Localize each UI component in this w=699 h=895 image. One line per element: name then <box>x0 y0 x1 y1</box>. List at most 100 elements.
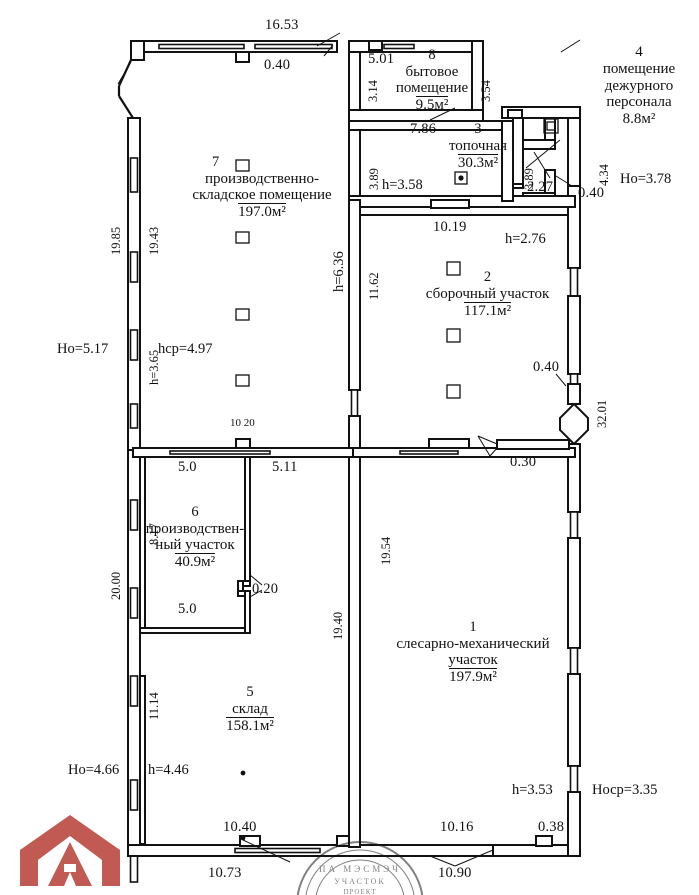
exterior-wall-top-left <box>130 40 338 63</box>
room-3-number: 3 <box>474 121 482 137</box>
house-letter-a-logo <box>20 815 120 886</box>
room-6-area: 40.9м² <box>174 553 216 571</box>
room-5-label: 5 склад 158.1м² <box>205 684 295 734</box>
room-2-number: 2 <box>483 269 492 285</box>
room-4-number: 4 <box>635 44 643 60</box>
room-8-number: 8 <box>428 47 436 63</box>
room-2-name: сборочный участок <box>425 285 550 302</box>
dimension-10-90: 10.90 <box>438 865 472 881</box>
room-1-number: 1 <box>469 619 477 635</box>
dimension-19-40: 19.40 <box>331 611 345 640</box>
dimension-0-40-top: 0.40 <box>264 57 291 73</box>
height-hcp-4-97: hср=4.97 <box>158 341 213 357</box>
room-2-label: 2 сборочный участок 117.1м² <box>405 269 570 319</box>
exterior-wall-right <box>559 117 589 857</box>
room-6-number: 6 <box>191 504 199 520</box>
dimension-5-0-top: 5.0 <box>178 459 197 475</box>
dimension-10-20: 10 20 <box>230 417 255 429</box>
dimension-3-14: 3.14 <box>366 80 380 102</box>
dimension-19-85: 19.85 <box>109 226 123 255</box>
exterior-wall-top-right <box>501 106 581 189</box>
dimension-4-34: 4.34 <box>597 164 611 186</box>
room-5-area: 158.1м² <box>226 716 274 734</box>
dimension-19-43: 19.43 <box>147 226 161 255</box>
dimension-5-01: 5.01 <box>368 51 395 67</box>
room-7-name-1: производственно- <box>204 170 320 187</box>
room-6-walls <box>139 456 251 634</box>
dimension-0-20: 0.20 <box>252 581 279 597</box>
room-5-walls <box>139 675 246 845</box>
exterior-wall-left <box>127 117 141 883</box>
svg-text:УЧАСТОК: УЧАСТОК <box>334 877 385 886</box>
height-ho-5-17: Ho=5.17 <box>57 341 109 357</box>
room-4-area: 8.8м² <box>622 111 656 128</box>
dimension-10-40: 10.40 <box>223 819 257 835</box>
height-h-3-53: h=3.53 <box>512 782 553 798</box>
dimension-10-16: 10.16 <box>440 819 474 835</box>
room-2-area: 117.1м² <box>463 301 512 319</box>
room-5-name: склад <box>232 700 268 717</box>
dimension-5-11: 5.11 <box>272 459 298 475</box>
room-1-name-2: участок <box>448 651 498 668</box>
dimension-3-89-left: 3.89 <box>367 168 381 190</box>
room-1-name-1: слесарно-механический <box>396 635 550 652</box>
exterior-wall-bottom <box>127 835 580 857</box>
dimension-0-40-right: 0.40 <box>578 185 605 201</box>
room-4-label: 4 помещение дежурного персонала 8.8м² <box>580 44 698 128</box>
dimension-16-53: 16.53 <box>265 17 299 33</box>
dimension-19-54: 19.54 <box>379 536 393 565</box>
height-ho-3-78: Ho=3.78 <box>620 171 672 187</box>
dimension-11-62: 11.62 <box>367 272 381 300</box>
dimension-2-27: 2.27 <box>527 179 554 195</box>
dimension-0-38: 0.38 <box>538 819 565 835</box>
room-7-name-2: складское помещение <box>192 186 332 203</box>
exterior-wall-chamfer <box>117 59 134 119</box>
dimension-0-40-mid: 0.40 <box>533 359 560 375</box>
round-seal-stamp: ПА МЭСМЭЧ УЧАСТОК ПРОЕКТ <box>296 841 424 895</box>
room-7-label: 7 производственно- складское помещение 1… <box>182 154 342 221</box>
height-hocp-3-35: Носр=3.35 <box>592 782 658 798</box>
dimension-h-3-65: h=3.65 <box>147 349 161 385</box>
room-6-label: 6 производствен- ный участок 40.9м² <box>140 504 250 571</box>
room-3-area: 30.3м² <box>457 153 499 171</box>
room-8-label: 8 бытовое помещение 9.5м² <box>382 47 482 114</box>
room-4-name-2: дежурного <box>604 77 674 94</box>
room-4-name-3: персонала <box>606 94 672 111</box>
dimension-3-54: 3.54 <box>479 80 493 102</box>
room-8-area: 9.5м² <box>415 96 449 114</box>
height-h-6-36: h=6.36 <box>331 251 347 292</box>
dimension-10-73: 10.73 <box>208 865 242 881</box>
svg-text:ПРОЕКТ: ПРОЕКТ <box>343 888 376 895</box>
dimension-10-19: 10.19 <box>433 219 467 235</box>
structural-columns <box>235 159 461 399</box>
interior-wall-vertical-center <box>348 456 361 848</box>
room-8-name-2: помещение <box>395 79 469 96</box>
room-7-number: 7 <box>212 154 220 170</box>
dimension-20-00: 20.00 <box>109 571 123 600</box>
room-1-label: 1 слесарно-механический участок 197.9м² <box>378 619 568 686</box>
height-h-2-76: h=2.76 <box>505 231 546 247</box>
room-2-walls <box>359 199 569 216</box>
dimension-11-14: 11.14 <box>147 692 161 720</box>
room-7-area: 197.0м² <box>238 203 286 221</box>
room-3-label: 3 топочная 30.3м² <box>430 121 526 171</box>
dimension-leader-lines <box>117 32 581 867</box>
room-1-area: 197.9м² <box>449 668 497 686</box>
room-6-name-1: производствен- <box>145 520 245 537</box>
room-7-right-wall <box>348 199 361 451</box>
dimension-7-86: 7.86 <box>410 121 437 137</box>
room-6-name-2: ный участок <box>155 536 235 553</box>
room-5-number: 5 <box>246 684 254 700</box>
dimension-8-17: 8.17 <box>147 523 161 545</box>
svg-text:ПА МЭСМЭЧ: ПА МЭСМЭЧ <box>319 864 401 874</box>
height-h-4-46: h=4.46 <box>148 762 189 778</box>
room-8-name-1: бытовое <box>405 63 459 80</box>
room-4-name-1: помещение <box>602 60 676 77</box>
height-ho-4-66: Ho=4.66 <box>68 762 120 778</box>
interior-wall-mid-horizontal <box>132 438 576 458</box>
room-3-name: топочная <box>448 137 508 154</box>
dimension-0-30: 0.30 <box>510 454 537 470</box>
dimension-5-0-bottom: 5.0 <box>178 601 197 617</box>
dimension-32-01: 32.01 <box>595 399 609 428</box>
